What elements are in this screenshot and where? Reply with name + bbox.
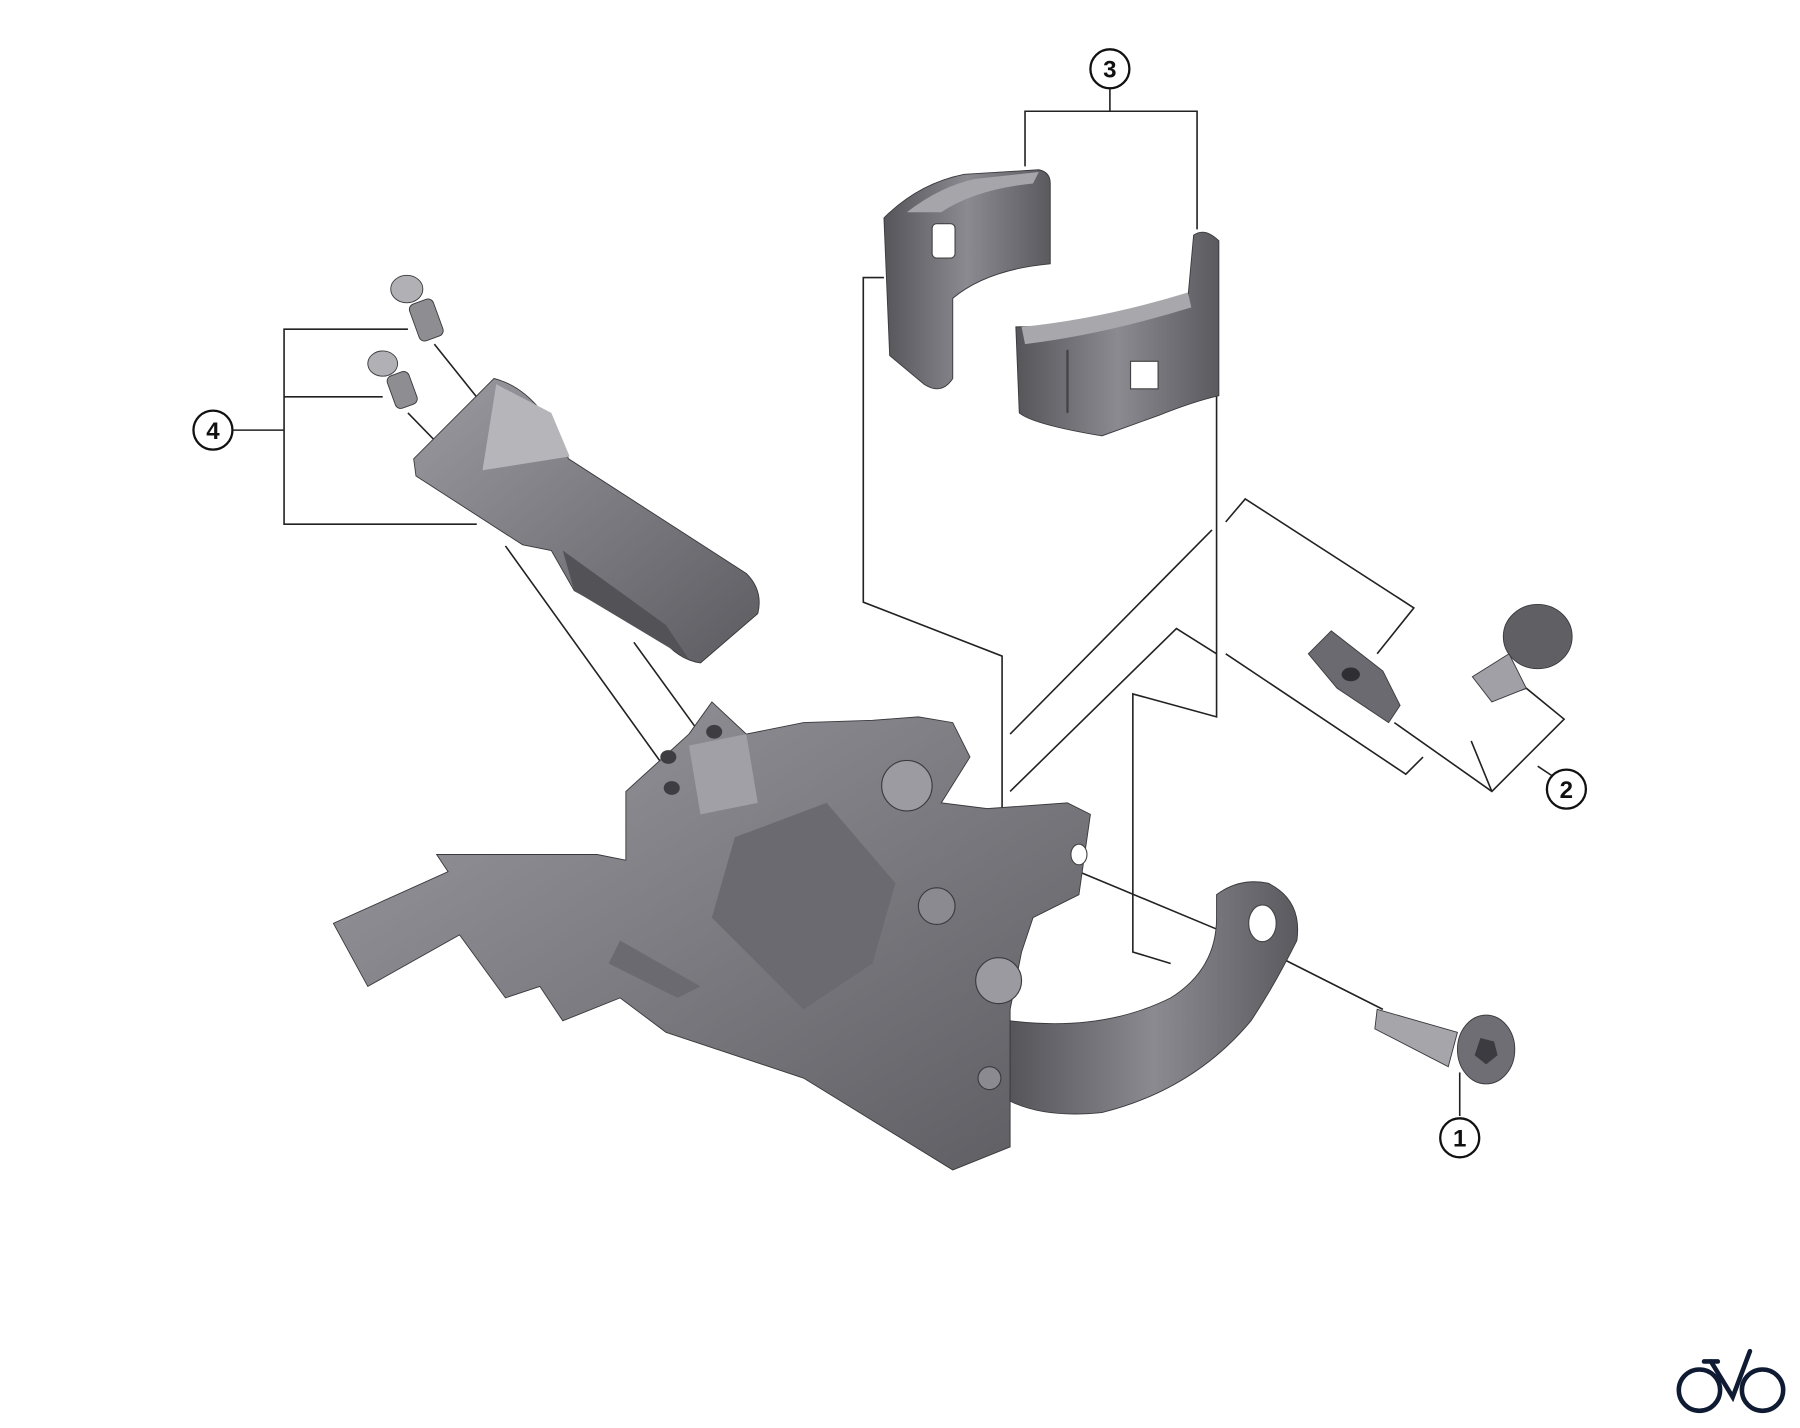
callout-1[interactable]: 1	[1439, 1117, 1481, 1159]
clamp-band-left-half[interactable]	[883, 169, 1051, 390]
bicycle-logo-icon	[1676, 1348, 1786, 1414]
callout-2-label: 2	[1560, 777, 1573, 804]
callout-3-label: 3	[1103, 56, 1116, 83]
callout-4[interactable]: 4	[192, 409, 234, 451]
callout-3[interactable]: 3	[1089, 48, 1131, 90]
adapter-screw-lower[interactable]	[367, 350, 419, 410]
derailleur-body[interactable]	[332, 701, 1091, 1171]
clamp-bolt[interactable]	[1374, 1008, 1516, 1085]
adjust-bolt[interactable]	[1471, 604, 1573, 703]
band-clamp[interactable]	[1009, 843, 1299, 1115]
adapter-screw-upper[interactable]	[390, 274, 445, 342]
clamp-band-right-half[interactable]	[1015, 231, 1220, 437]
callout-1-label: 1	[1453, 1125, 1466, 1152]
callout-4-label: 4	[206, 418, 220, 445]
adjust-nut[interactable]	[1307, 630, 1401, 724]
adapter-bracket[interactable]	[413, 377, 760, 664]
callout-2[interactable]: 2	[1545, 768, 1588, 810]
